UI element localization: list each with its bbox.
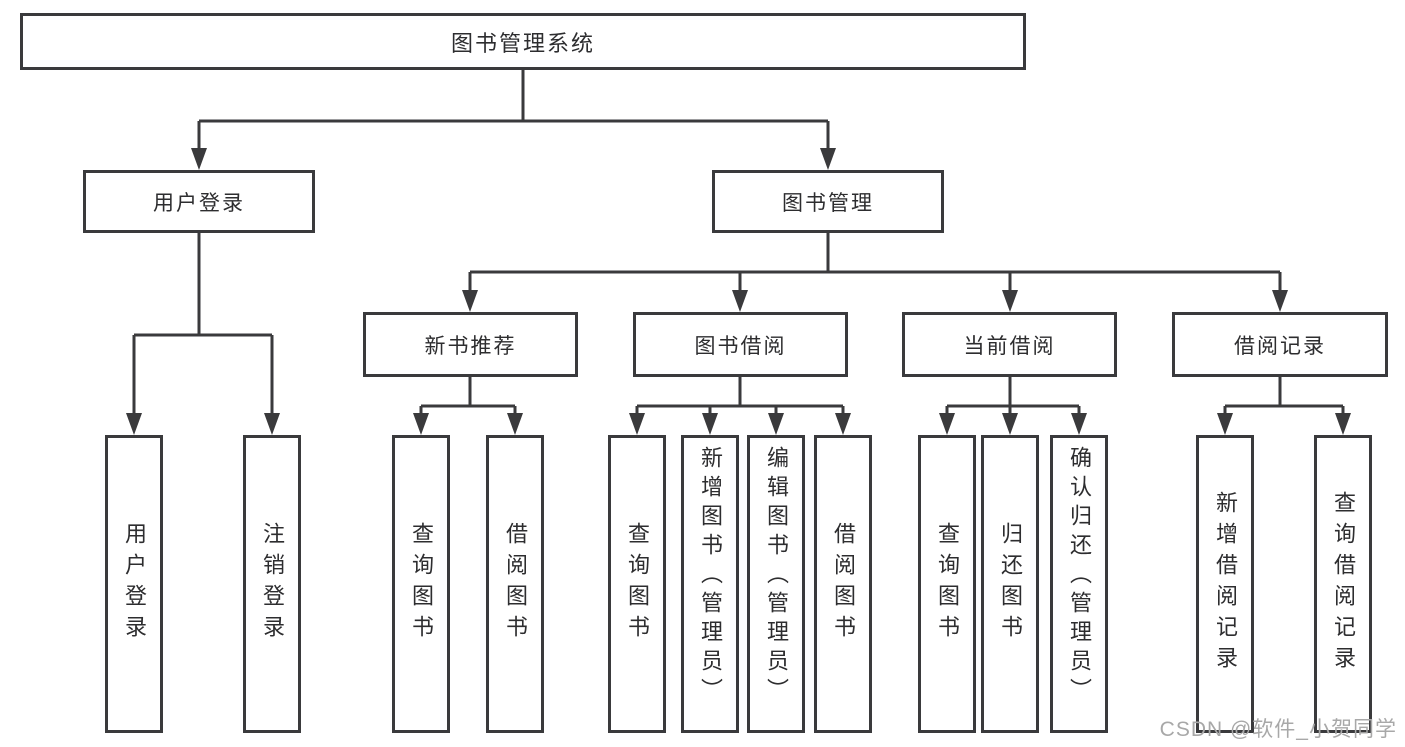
- node-book-borrow: 图书借阅: [633, 312, 848, 377]
- connector-book-management-to-level3: [462, 233, 1288, 312]
- leaf-query-borrow-record-label: 查询借阅记录: [1331, 491, 1356, 677]
- node-user-login: 用户登录: [83, 170, 315, 233]
- node-book-management: 图书管理: [712, 170, 944, 233]
- connector-user-login-to-children: [126, 233, 280, 435]
- connector-root-to-level2: [191, 70, 836, 170]
- leaf-edit-books-admin: 编辑图书（管理员）: [747, 435, 805, 733]
- node-current-borrow: 当前借阅: [902, 312, 1117, 377]
- node-borrow-records: 借阅记录: [1172, 312, 1388, 377]
- node-book-borrow-label: 图书借阅: [694, 334, 787, 358]
- node-library-system-label: 图书管理系统: [450, 30, 595, 56]
- node-new-book-recommend-label: 新书推荐: [424, 334, 517, 358]
- leaf-borrow-books-label: 借阅图书: [831, 522, 856, 646]
- csdn-watermark: CSDN @软件_小贺同学: [1159, 718, 1397, 741]
- node-borrow-records-label: 借阅记录: [1234, 334, 1326, 358]
- leaf-user-login: 用户登录: [105, 435, 163, 733]
- connector-records-to-leaves: [1217, 377, 1351, 435]
- leaf-recommend-borrow-books-label: 借阅图书: [503, 522, 528, 646]
- connector-current-to-leaves: [939, 377, 1087, 435]
- leaf-add-books-admin-label: 新增图书（管理员）: [698, 446, 723, 707]
- node-library-system: 图书管理系统: [20, 13, 1026, 70]
- node-user-login-label: 用户登录: [153, 191, 245, 215]
- leaf-user-login-label: 用户登录: [122, 522, 147, 646]
- leaf-borrow-query-books: 查询图书: [608, 435, 666, 733]
- leaf-edit-books-admin-label: 编辑图书（管理员）: [764, 446, 789, 707]
- leaf-return-books: 归还图书: [981, 435, 1039, 733]
- leaf-recommend-query-books: 查询图书: [392, 435, 450, 733]
- connector-borrow-to-leaves: [629, 377, 851, 435]
- leaf-recommend-query-books-label: 查询图书: [409, 522, 434, 646]
- node-new-book-recommend: 新书推荐: [363, 312, 578, 377]
- leaf-return-books-label: 归还图书: [998, 522, 1023, 646]
- node-book-management-label: 图书管理: [782, 191, 874, 215]
- leaf-borrow-books: 借阅图书: [814, 435, 872, 733]
- leaf-query-borrow-record: 查询借阅记录: [1314, 435, 1372, 733]
- leaf-add-books-admin: 新增图书（管理员）: [681, 435, 739, 733]
- leaf-borrow-query-books-label: 查询图书: [625, 522, 650, 646]
- leaf-confirm-return-admin-label: 确认归还（管理员）: [1067, 446, 1092, 707]
- leaf-logout-label: 注销登录: [260, 522, 285, 646]
- leaf-confirm-return-admin: 确认归还（管理员）: [1050, 435, 1108, 733]
- connector-recommend-to-leaves: [413, 377, 523, 435]
- leaf-recommend-borrow-books: 借阅图书: [486, 435, 544, 733]
- leaf-current-query-books: 查询图书: [918, 435, 976, 733]
- leaf-add-borrow-record: 新增借阅记录: [1196, 435, 1254, 733]
- leaf-add-borrow-record-label: 新增借阅记录: [1213, 491, 1238, 677]
- leaf-current-query-books-label: 查询图书: [935, 522, 960, 646]
- leaf-logout: 注销登录: [243, 435, 301, 733]
- node-current-borrow-label: 当前借阅: [963, 334, 1056, 358]
